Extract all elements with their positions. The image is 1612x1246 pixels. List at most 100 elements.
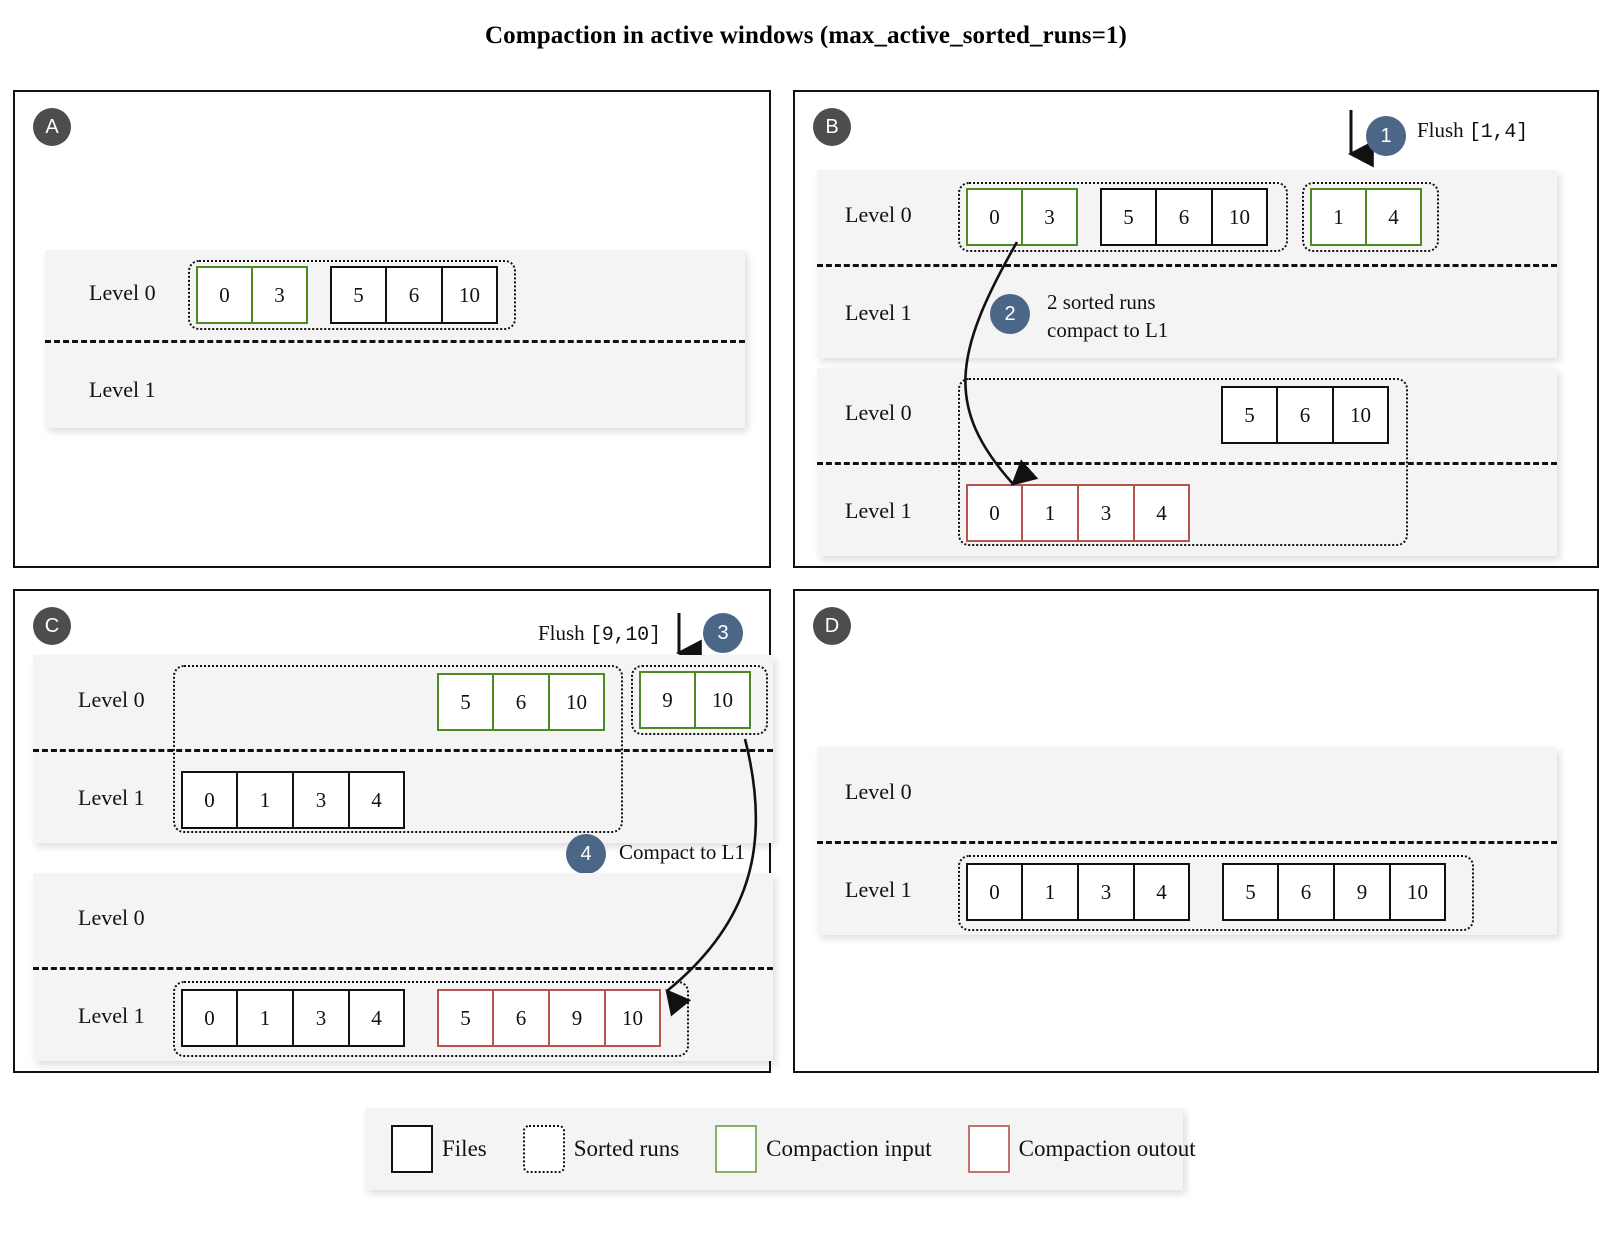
flush-range: [9,10] (589, 624, 661, 647)
file-cell: 5 (1100, 188, 1156, 246)
legend-item-files: Files (391, 1125, 487, 1173)
sorted-run-box (173, 981, 689, 1057)
sorted-run-files: 0 3 (196, 266, 308, 324)
flush-text: Flush (538, 621, 585, 645)
level-0-label: Level 0 (89, 280, 156, 305)
sorted-run-box (1302, 182, 1439, 252)
legend: Files Sorted runs Compaction input Compa… (365, 1108, 1196, 1190)
panel-c-level-group-1: Level 0 Level 1 5 6 10 0 1 3 4 9 10 (33, 655, 773, 843)
file-cell: 10 (1333, 386, 1389, 444)
file-cell: 0 (181, 771, 237, 829)
file-cell: 0 (966, 863, 1022, 921)
sorted-run-files: 0 1 3 4 (181, 989, 405, 1047)
sorted-run-box (958, 378, 1408, 546)
sorted-run-files: 0 1 3 4 (966, 863, 1190, 921)
level-0-label: Level 0 (78, 687, 145, 712)
file-cell: 0 (966, 484, 1022, 542)
panel-a: A Level 0 Level 1 0 3 5 6 10 (13, 90, 771, 568)
sorted-run-box (958, 182, 1288, 252)
file-cell: 1 (237, 771, 293, 829)
file-cell: 1 (1022, 863, 1078, 921)
level-1-label: Level 1 (89, 377, 156, 402)
sorted-run-files: 5 6 10 (1221, 386, 1389, 444)
panel-d-badge: D (813, 607, 851, 645)
legend-item-sorted-runs: Sorted runs (522, 1125, 679, 1173)
sorted-run-files: 0 1 3 4 (966, 484, 1190, 542)
sorted-run-box (631, 665, 768, 735)
file-cell: 0 (966, 188, 1022, 246)
compact-note-line2: compact to L1 (1047, 318, 1169, 343)
level-0-label: Level 0 (845, 779, 912, 804)
file-cell: 0 (181, 989, 237, 1047)
file-cell: 4 (349, 989, 405, 1047)
file-cell: 9 (549, 989, 605, 1047)
sorted-run-box (173, 665, 623, 833)
file-cell: 6 (493, 989, 549, 1047)
file-cell: 6 (386, 266, 442, 324)
file-cell: 3 (1078, 863, 1134, 921)
step-badge-4: 4 (566, 834, 606, 874)
panel-c-badge: C (33, 607, 71, 645)
file-cell: 10 (549, 673, 605, 731)
legend-label: Files (442, 1136, 487, 1161)
sorted-run-files: 0 3 (966, 188, 1078, 246)
step-badge-2: 2 (990, 294, 1030, 334)
file-cell: 1 (1022, 484, 1078, 542)
compact-note-4: Compact to L1 (619, 840, 745, 864)
level-0-label: Level 0 (845, 202, 912, 227)
level-divider (33, 967, 773, 970)
panel-d: D Level 0 Level 1 0 1 3 4 5 6 9 10 (793, 589, 1599, 1073)
file-cell: 10 (1390, 863, 1446, 921)
file-cell: 6 (493, 673, 549, 731)
level-1-label: Level 1 (78, 1003, 145, 1028)
legend-label: Compaction input (766, 1136, 932, 1161)
file-cell: 10 (1212, 188, 1268, 246)
sorted-run-files: 0 1 3 4 (181, 771, 405, 829)
file-cell: 3 (1078, 484, 1134, 542)
file-cell: 6 (1156, 188, 1212, 246)
file-cell: 5 (1221, 386, 1277, 444)
panel-b-level-group-1: Level 0 Level 1 0 3 5 6 10 1 4 (817, 170, 1557, 358)
level-1-label: Level 1 (78, 785, 145, 810)
compact-note-2: 2 sorted runs compact to L1 (1047, 288, 1168, 345)
panel-c: C Flush [9,10] 3 Level 0 Level 1 5 6 10 … (13, 589, 773, 1073)
level-0-label: Level 0 (845, 400, 912, 425)
sorted-run-box (958, 855, 1474, 931)
level-divider (817, 264, 1557, 267)
legend-item-compaction-input: Compaction input (715, 1125, 932, 1173)
flush-range: [1,4] (1468, 121, 1528, 144)
level-1-label: Level 1 (845, 498, 912, 523)
file-cell: 5 (437, 673, 493, 731)
compaction-output-swatch (967, 1125, 1010, 1173)
file-cell: 10 (605, 989, 661, 1047)
sorted-run-box (188, 260, 516, 330)
panel-c-level-group-2: Level 0 Level 1 0 1 3 4 5 6 9 10 (33, 873, 773, 1061)
files-swatch (391, 1125, 433, 1173)
panel-a-level-group: Level 0 Level 1 0 3 5 6 10 (45, 250, 745, 428)
file-cell: 1 (237, 989, 293, 1047)
file-cell: 4 (1134, 484, 1190, 542)
flush-text: Flush (1417, 118, 1464, 142)
file-cell: 6 (1277, 386, 1333, 444)
file-cell: 9 (639, 671, 695, 729)
level-divider (817, 462, 1557, 465)
file-cell: 3 (252, 266, 308, 324)
step-badge-3: 3 (703, 613, 743, 653)
file-cell: 6 (1278, 863, 1334, 921)
panel-b: B 1 Flush [1,4] Level 0 Level 1 0 3 5 6 … (793, 90, 1599, 568)
level-0-label: Level 0 (78, 905, 145, 930)
sorted-runs-swatch (522, 1125, 565, 1173)
sorted-run-files: 1 4 (1310, 188, 1422, 246)
legend-label: Compaction outout (1018, 1136, 1196, 1161)
level-divider (817, 841, 1557, 844)
file-cell: 4 (1366, 188, 1422, 246)
file-cell: 10 (442, 266, 498, 324)
step-badge-1: 1 (1366, 116, 1406, 156)
level-1-label: Level 1 (845, 300, 912, 325)
compact-note-line1: 2 sorted runs (1047, 290, 1156, 314)
sorted-run-files: 5 6 10 (1100, 188, 1268, 246)
sorted-run-files: 5 6 9 10 (1222, 863, 1446, 921)
file-cell: 0 (196, 266, 252, 324)
sorted-run-files: 5 6 10 (330, 266, 498, 324)
level-1-label: Level 1 (845, 877, 912, 902)
